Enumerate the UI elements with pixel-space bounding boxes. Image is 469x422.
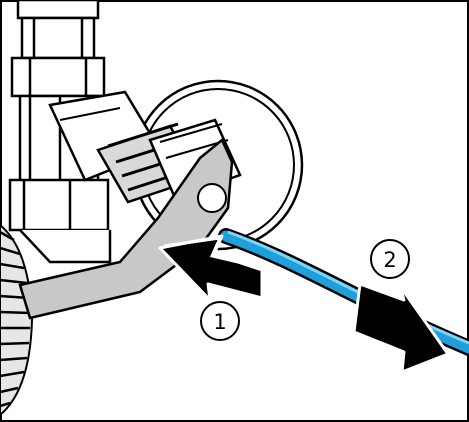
callout-2-label: 2 [383,248,396,272]
push-arrow-icon [158,234,265,302]
outlet-fitting [48,90,242,204]
callout-1: 1 [200,301,240,341]
valve-body [8,0,112,264]
callout-2: 2 [370,239,410,279]
knurled-disk [0,223,34,417]
collet-wrench [18,138,234,320]
pull-arrow-icon [352,282,450,374]
callout-1-label: 1 [213,310,226,334]
